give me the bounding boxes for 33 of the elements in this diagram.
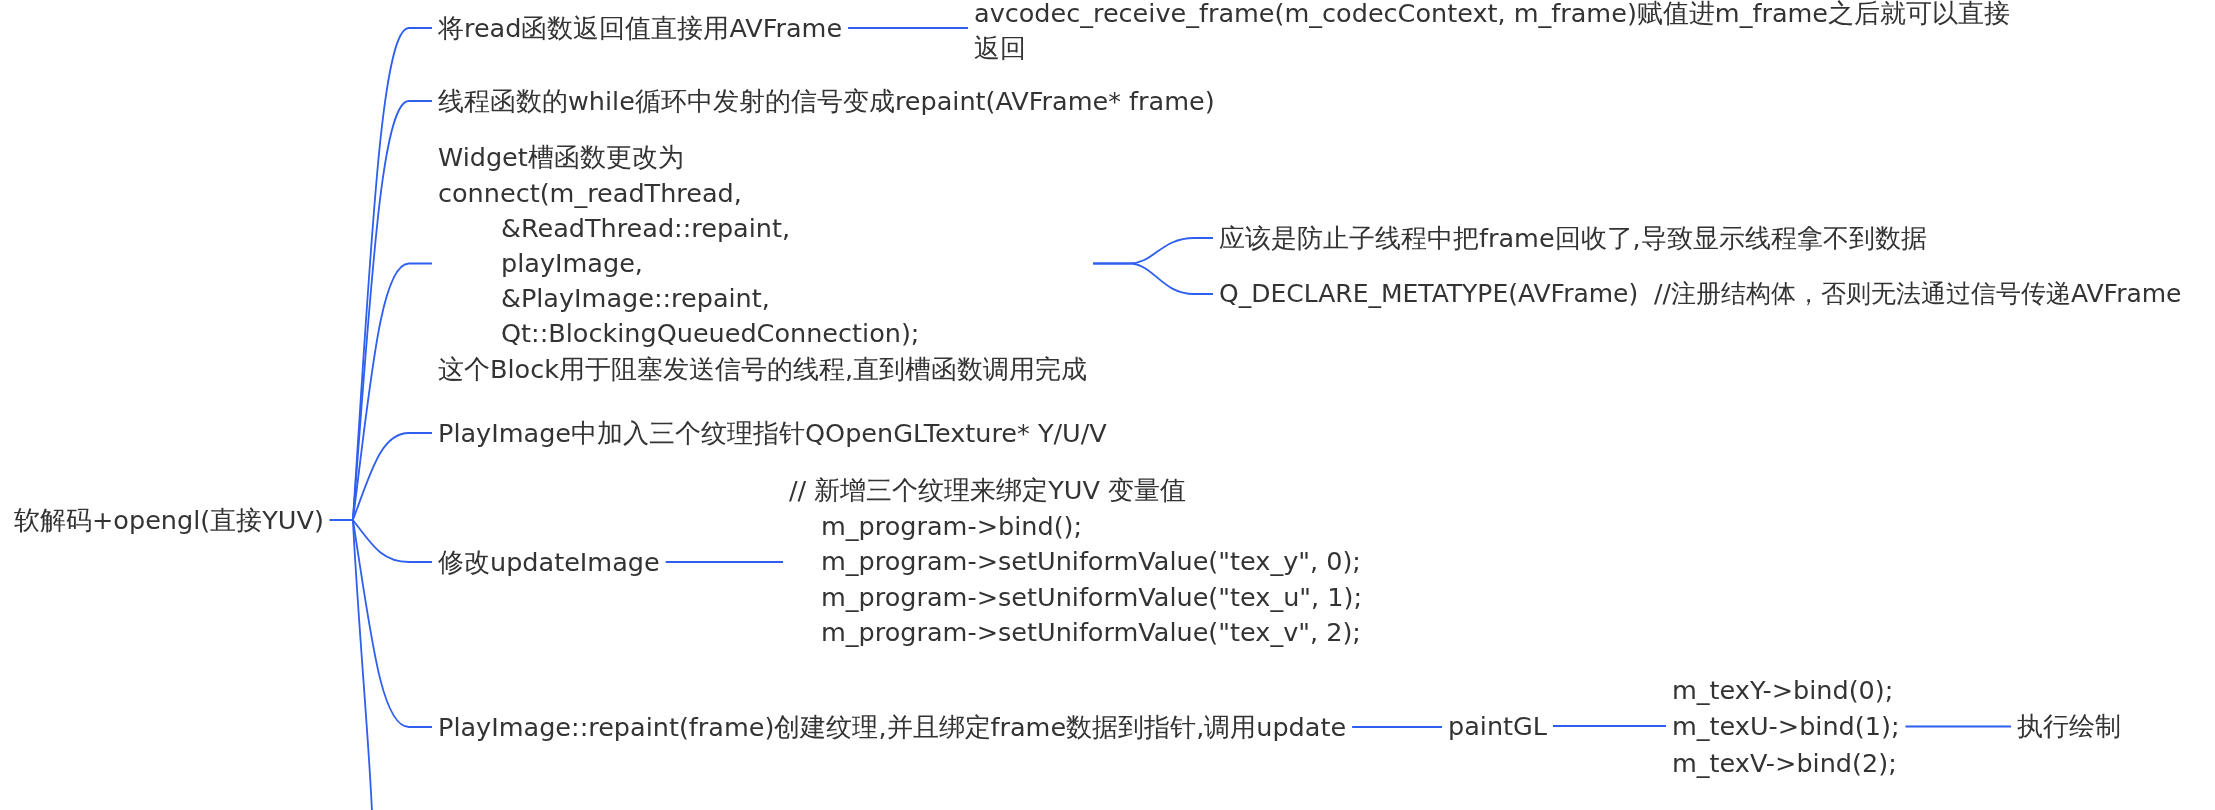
topic-text: 执行绘制 [2011,708,2127,744]
connector-line [1351,726,1443,728]
topic-text: 应该是防止子线程中把frame回收了,导致显示线程拿不到数据 [1213,220,1933,256]
topic-text: 线程函数的while循环中发射的信号变成repaint(AVFrame* frame) [432,83,1221,119]
branch-curve [1092,262,1214,295]
topic-text: 修改updateImage [432,544,666,580]
code-comment: // 新增三个纹理来绑定YUV 变量值 [789,474,1187,508]
branch-curve [329,519,373,810]
topic-text: Q_DECLARE_METATYPE(AVFrame) //注册结构体，否则无法通过信号传递AVFrame [1213,276,2188,312]
topic-text: PlayImage中加入三个纹理指针QOpenGLTexture* Y/U/V [432,415,1113,451]
connector-line [664,561,784,563]
code-line: Qt::BlockingQueuedConnection); [501,317,920,351]
code-line: m_program->bind(); [821,509,1083,543]
topic-text: PlayImage::repaint(frame)创建纹理,并且绑定frame数据到指针,调用update [432,709,1353,745]
code-line: m_program->setUniformValue("tex_u", 1); [821,580,1362,614]
code-line: m_program->setUniformValue("tex_v", 2); [821,616,1361,650]
topic-text: Widget槽函数更改为 [438,141,684,175]
code-line: playImage, [501,246,643,280]
code-line: m_texV->bind(2); [1672,746,1897,780]
code-line: connect(m_readThread, [438,176,742,210]
code-line: m_program->setUniformValue("tex_y", 0); [821,545,1361,579]
connector-line [847,27,969,29]
code-line: &ReadThread::repaint, [501,211,791,245]
topic-text: 将read函数返回值直接用AVFrame [432,10,849,46]
connector-line [1904,725,2012,728]
topic-text: avcodec_receive_frame(m_codecContext, m_frame)赋值进m_frame之后就可以直接返回 [968,0,2040,66]
note-text: 这个Block用于阻塞发送信号的线程,直到槽函数调用完成 [438,352,1088,386]
code-line: m_texU->bind(1); [1672,710,1900,744]
topic-text: paintGL [1442,708,1554,744]
topic-text: 软解码+opengl(直接YUV) [8,502,330,538]
connector-line [1552,725,1667,727]
code-line: m_texY->bind(0); [1672,673,1894,707]
code-line: &PlayImage::repaint, [501,282,770,316]
